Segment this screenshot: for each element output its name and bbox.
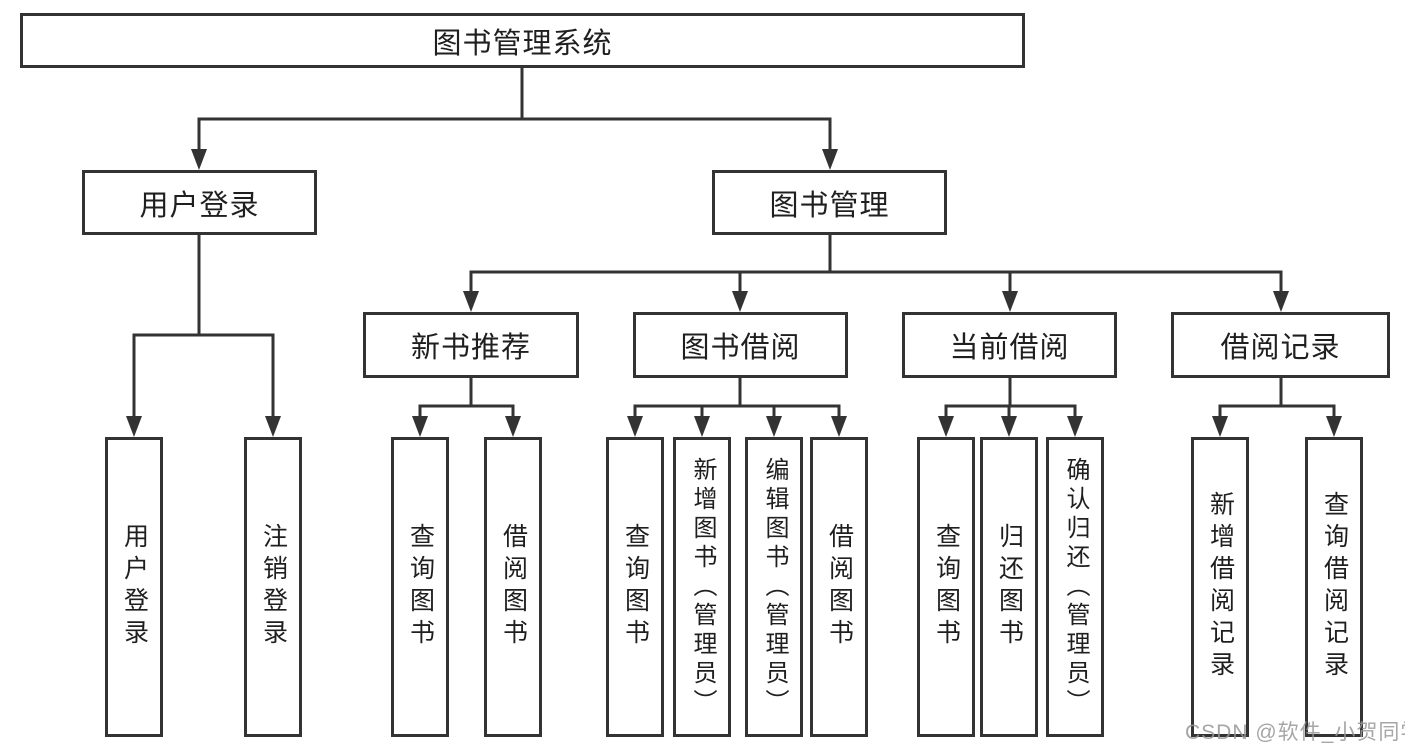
leaf-return-book: 归还图书 [980,437,1038,737]
leaf-borrow-books-recommend-label: 借阅图书 [499,523,528,651]
node-book-borrow-label: 图书借阅 [680,332,801,364]
node-user-login: 用户登录 [82,170,317,235]
leaf-logout-label: 注销登录 [259,523,288,651]
node-borrow-records: 借阅记录 [1171,312,1390,378]
leaf-query-books-recommend-label: 查询图书 [406,523,435,651]
leaf-query-books-current-label: 查询图书 [932,523,961,651]
leaf-return-book-label: 归还图书 [995,523,1024,651]
leaf-query-books-current: 查询图书 [917,437,975,737]
leaf-add-borrow-record: 新增借阅记录 [1191,437,1249,737]
node-root-system: 图书管理系统 [20,13,1025,68]
csdn-watermark: CSDN @软件_小贺同学 [1185,721,1405,744]
leaf-borrow-books-recommend: 借阅图书 [484,437,542,737]
leaf-query-borrow-record-label: 查询借阅记录 [1320,491,1349,683]
leaf-add-borrow-record-label: 新增借阅记录 [1206,491,1235,683]
node-borrow-records-label: 借阅记录 [1220,332,1341,364]
leaf-confirm-return-admin-label: 确认归还（管理员） [1062,456,1089,718]
node-user-login-label: 用户登录 [139,189,260,222]
leaf-user-login: 用户登录 [105,437,163,737]
node-new-book-recommend-label: 新书推荐 [410,332,531,364]
leaf-query-books-borrow-label: 查询图书 [621,523,650,651]
leaf-add-book-admin: 新增图书（管理员） [673,437,731,737]
leaf-query-books-borrow: 查询图书 [606,437,664,737]
node-book-management-label: 图书管理 [769,189,890,222]
leaf-query-books-recommend: 查询图书 [391,437,449,737]
node-current-borrow-label: 当前借阅 [949,332,1070,364]
leaf-user-login-label: 用户登录 [120,523,149,651]
leaf-logout: 注销登录 [244,437,302,737]
leaf-edit-book-admin: 编辑图书（管理员） [745,437,803,737]
node-root-label: 图书管理系统 [432,27,613,60]
leaf-query-borrow-record: 查询借阅记录 [1305,437,1363,737]
leaf-add-book-admin-label: 新增图书（管理员） [689,456,716,718]
leaf-borrow-books-label: 借阅图书 [825,523,854,651]
node-new-book-recommend: 新书推荐 [363,312,579,378]
leaf-confirm-return-admin: 确认归还（管理员） [1046,437,1104,737]
leaf-borrow-books: 借阅图书 [810,437,868,737]
leaf-edit-book-admin-label: 编辑图书（管理员） [761,456,788,718]
node-current-borrow: 当前借阅 [902,312,1117,378]
node-book-borrow: 图书借阅 [633,312,848,378]
node-book-management: 图书管理 [712,170,947,235]
